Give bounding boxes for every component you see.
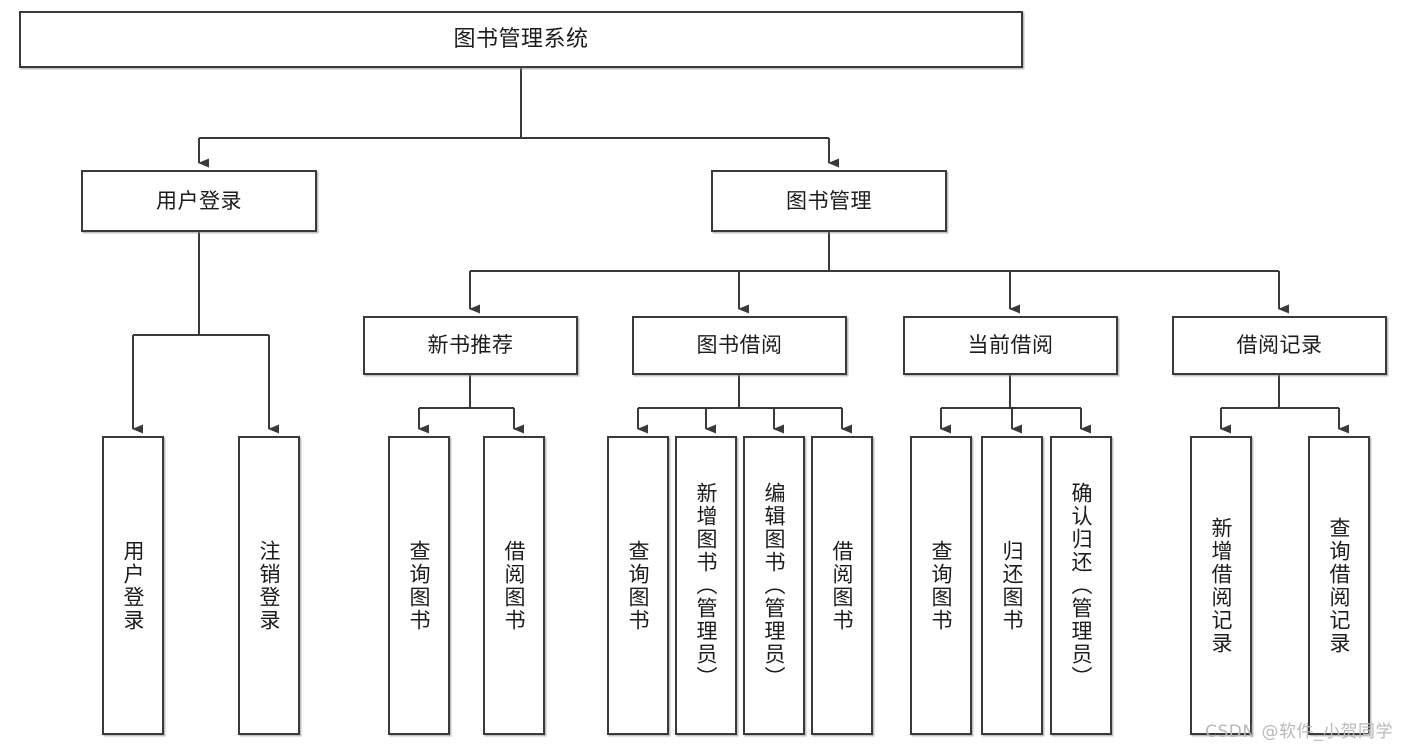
node-leaf-borrow-book-1[interactable]: 借阅图书 bbox=[483, 436, 545, 735]
node-leaf-edit-book[interactable]: 编辑图书（管理员） bbox=[743, 436, 805, 735]
node-root[interactable]: 图书管理系统 bbox=[19, 11, 1023, 68]
node-borrow-record[interactable]: 借阅记录 bbox=[1172, 316, 1387, 375]
node-leaf-query-book-2-label: 查询图书 bbox=[626, 539, 651, 632]
node-leaf-query-book-3-label: 查询图书 bbox=[929, 539, 954, 632]
node-root-label: 图书管理系统 bbox=[453, 26, 589, 52]
node-leaf-return-book-label: 归还图书 bbox=[1000, 539, 1025, 632]
node-leaf-query-book-1-label: 查询图书 bbox=[407, 539, 432, 632]
node-leaf-borrow-book-2[interactable]: 借阅图书 bbox=[811, 436, 873, 735]
node-leaf-borrow-book-1-label: 借阅图书 bbox=[502, 539, 527, 632]
node-book-borrow-label: 图书借阅 bbox=[696, 333, 783, 358]
node-leaf-user-login-label: 用户登录 bbox=[121, 539, 146, 632]
node-leaf-user-logout-label: 注销登录 bbox=[257, 539, 282, 632]
node-leaf-query-book-1[interactable]: 查询图书 bbox=[388, 436, 450, 735]
watermark: CSDN @软件_小贺同学 bbox=[1205, 722, 1393, 742]
node-leaf-query-record-label: 查询借阅记录 bbox=[1327, 516, 1352, 655]
node-current-borrow[interactable]: 当前借阅 bbox=[903, 316, 1118, 375]
node-user-login[interactable]: 用户登录 bbox=[81, 170, 317, 232]
node-leaf-query-book-3[interactable]: 查询图书 bbox=[910, 436, 972, 735]
node-leaf-add-book-label: 新增图书（管理员） bbox=[694, 482, 719, 689]
node-book-manage-label: 图书管理 bbox=[786, 188, 872, 213]
node-new-book-recommend-label: 新书推荐 bbox=[427, 333, 514, 358]
node-user-login-label: 用户登录 bbox=[156, 188, 242, 213]
node-leaf-return-book[interactable]: 归还图书 bbox=[981, 436, 1043, 735]
node-book-manage[interactable]: 图书管理 bbox=[711, 170, 947, 232]
node-leaf-user-login[interactable]: 用户登录 bbox=[102, 436, 164, 735]
node-leaf-user-logout[interactable]: 注销登录 bbox=[238, 436, 300, 735]
node-current-borrow-label: 当前借阅 bbox=[967, 333, 1054, 358]
node-leaf-edit-book-label: 编辑图书（管理员） bbox=[762, 482, 787, 689]
node-leaf-query-book-2[interactable]: 查询图书 bbox=[607, 436, 669, 735]
node-borrow-record-label: 借阅记录 bbox=[1236, 333, 1323, 358]
node-leaf-add-record-label: 新增借阅记录 bbox=[1209, 516, 1234, 655]
node-leaf-query-record[interactable]: 查询借阅记录 bbox=[1308, 436, 1370, 735]
node-leaf-borrow-book-2-label: 借阅图书 bbox=[830, 539, 855, 632]
node-leaf-add-record[interactable]: 新增借阅记录 bbox=[1190, 436, 1252, 735]
node-book-borrow[interactable]: 图书借阅 bbox=[632, 316, 847, 375]
node-leaf-add-book[interactable]: 新增图书（管理员） bbox=[675, 436, 737, 735]
node-new-book-recommend[interactable]: 新书推荐 bbox=[363, 316, 578, 375]
node-leaf-confirm-return[interactable]: 确认归还（管理员） bbox=[1050, 436, 1112, 735]
node-leaf-confirm-return-label: 确认归还（管理员） bbox=[1069, 482, 1094, 689]
